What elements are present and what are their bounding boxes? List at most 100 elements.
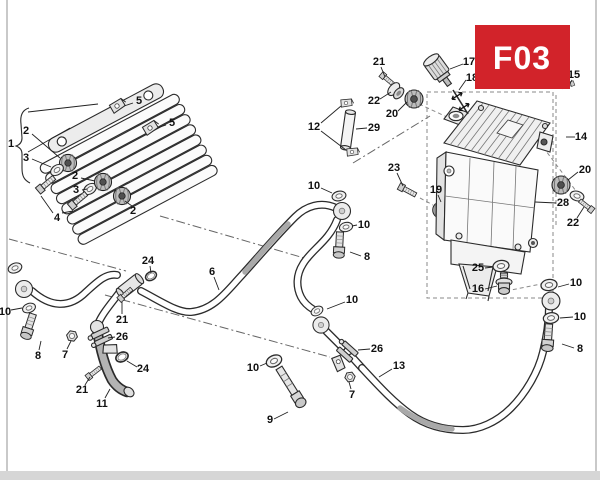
part-label-9: 9: [267, 414, 273, 426]
leader-line: [458, 79, 467, 91]
hose-6: [28, 200, 340, 317]
part-clamp-26a: [87, 326, 118, 354]
part-label-14: 14: [575, 131, 588, 143]
code-badge-bg: [475, 25, 570, 89]
page-left-border: [6, 0, 8, 471]
part-grommet-2c: [112, 186, 132, 206]
leader-line: [107, 336, 116, 339]
part-label-29: 29: [368, 122, 380, 134]
part-label-20: 20: [579, 164, 591, 176]
part-label-15: 15: [568, 69, 580, 81]
leader-line: [378, 368, 393, 378]
leader-line: [31, 158, 52, 168]
part-label-26: 26: [116, 331, 128, 343]
leader-line: [567, 171, 579, 181]
leader-line: [104, 388, 111, 399]
part-label-6: 6: [209, 266, 215, 278]
part-label-5: 5: [136, 95, 142, 107]
part-tube-29: [339, 109, 357, 151]
leader-line: [326, 301, 346, 310]
part-label-1: 1: [8, 138, 14, 150]
leader-line: [273, 411, 289, 420]
code-badge: F03: [475, 25, 570, 89]
part-label-11: 11: [96, 398, 108, 410]
leader-line: [559, 316, 574, 319]
leader-line: [27, 103, 99, 113]
hose-11: [91, 323, 135, 398]
leader-line: [397, 101, 408, 112]
leader-line: [40, 195, 54, 214]
leader-line: [351, 224, 358, 227]
part-label-22: 22: [368, 95, 380, 107]
leader-line: [27, 127, 71, 153]
leader-line: [213, 276, 220, 291]
part-label-10: 10: [346, 294, 358, 306]
leader-line: [484, 266, 494, 269]
part-label-8: 8: [577, 343, 583, 355]
leader-line: [349, 251, 362, 257]
leader-line: [437, 194, 442, 203]
part-label-8: 8: [364, 251, 370, 263]
part-label-21: 21: [116, 314, 128, 326]
part-bolt-9: [275, 365, 307, 409]
hose-return: [293, 216, 366, 372]
projection-lines: [8, 115, 431, 358]
leader-line: [123, 102, 134, 107]
part-label-10: 10: [247, 362, 259, 374]
leader-line: [357, 348, 371, 351]
part-label-10: 10: [358, 219, 370, 231]
leader-line: [61, 210, 74, 214]
part-plug-16: [495, 272, 513, 295]
leader-line: [557, 283, 570, 288]
leader-line: [259, 362, 268, 367]
part-dipstick-18: [451, 89, 470, 115]
page-bottom-strip: [0, 471, 600, 480]
part-label-2: 2: [72, 170, 78, 182]
part-label-10: 10: [308, 180, 320, 192]
part-grommet-20a: [404, 89, 424, 109]
part-label-2: 2: [23, 125, 29, 137]
part-label-8: 8: [35, 350, 41, 362]
leader-line: [156, 124, 167, 129]
part-grommet-2b: [93, 172, 113, 192]
page-right-border: [595, 0, 597, 471]
leader-line: [81, 188, 88, 191]
leader-line: [84, 376, 91, 386]
code-badge-text: F03: [493, 40, 551, 76]
part-banjo-center-top: [332, 201, 352, 221]
part-label-7: 7: [349, 389, 355, 401]
part-banjo-center-bottom: [312, 316, 330, 334]
part-label-10: 10: [0, 306, 11, 318]
part-label-25: 25: [472, 262, 484, 274]
leader-line: [576, 206, 585, 219]
part-label-20: 20: [386, 108, 398, 120]
part-label-12: 12: [308, 121, 320, 133]
leader-line: [379, 91, 392, 100]
leader-line: [149, 265, 152, 274]
leader-line: [124, 200, 133, 207]
leader-line: [320, 105, 342, 124]
part-label-28: 28: [557, 197, 569, 209]
leader-line: [320, 187, 333, 194]
leader-line: [66, 340, 72, 350]
part-label-17: 17: [463, 56, 475, 68]
part-banjo-left: [14, 279, 34, 299]
leader-line: [484, 285, 498, 290]
part-label-4: 4: [54, 212, 61, 224]
leader-line: [534, 201, 557, 204]
leader-line: [561, 343, 575, 349]
part-label-21: 21: [76, 384, 88, 396]
part-label-24: 24: [142, 255, 155, 267]
part-label-21: 21: [373, 56, 385, 68]
part-label-23: 23: [388, 162, 400, 174]
part-banjo-right: [541, 291, 561, 311]
leader-line: [320, 130, 347, 151]
part-label-24: 24: [137, 363, 150, 375]
part-cap-17: [423, 53, 453, 88]
part-label-22: 22: [567, 217, 579, 229]
part-label-13: 13: [393, 360, 405, 372]
part-label-5: 5: [169, 117, 175, 129]
